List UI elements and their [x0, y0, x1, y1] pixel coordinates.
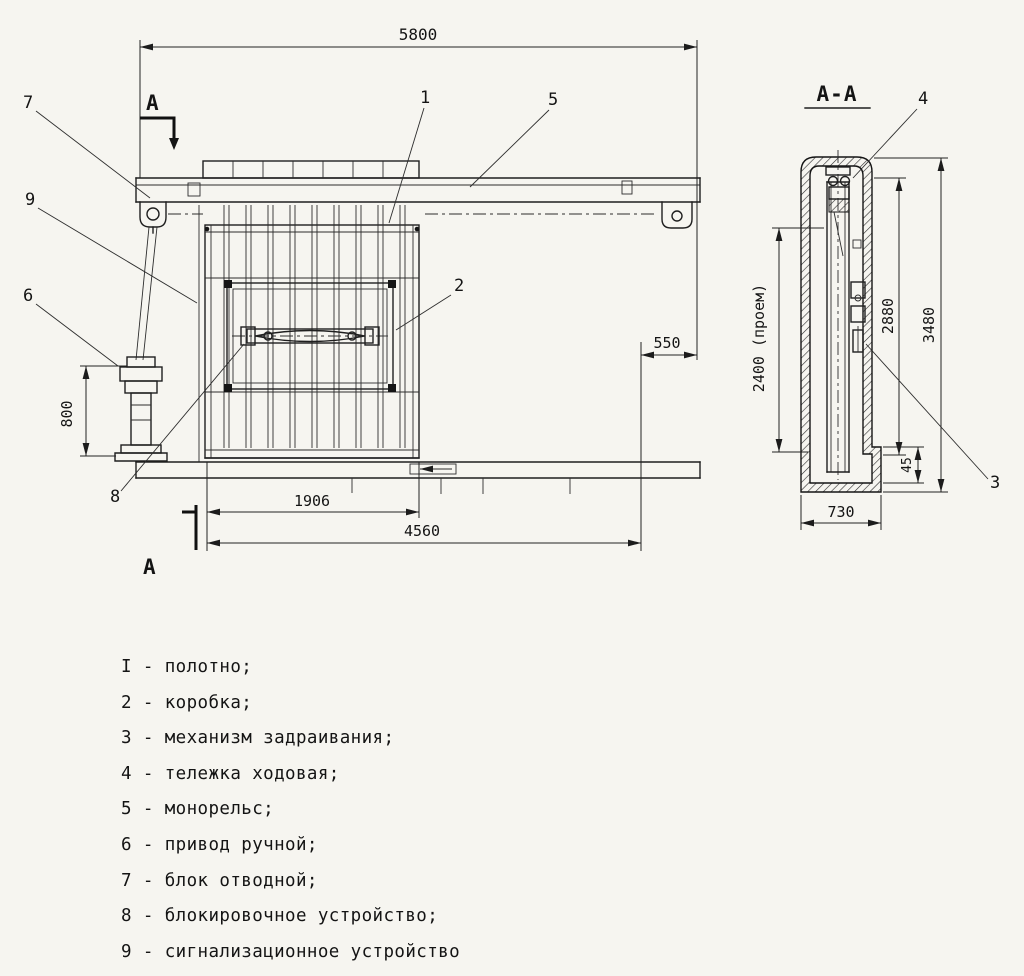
callout-9-label: 9	[25, 190, 35, 210]
legend-item-6: 6 - привод ручной;	[121, 834, 318, 855]
callout-4: 4	[852, 89, 928, 179]
legend-item-5: 5 - монорельс;	[121, 799, 275, 820]
legend-item-1: I - полотно;	[121, 657, 253, 677]
callout-6: 6	[23, 286, 119, 367]
section-letter-top: А	[146, 91, 160, 115]
callout-7-label: 7	[23, 93, 33, 113]
callout-3-label: 3	[990, 473, 1000, 493]
dim-2880-label: 2880	[879, 298, 897, 334]
dim-leaf-height: 2880	[874, 177, 906, 456]
callout-8-label: 8	[110, 487, 120, 507]
dogging-mechanism	[850, 239, 866, 353]
dim-drive-height: 800	[58, 365, 127, 457]
legend-item-3: 3 - механизм задраивания;	[121, 728, 395, 749]
dim-730-label: 730	[827, 503, 854, 521]
dim-overall-height: 3480	[874, 157, 948, 493]
dim-45-label: 45	[900, 457, 915, 473]
dim-1906-label: 1906	[294, 492, 330, 510]
dim-offset: 550	[640, 334, 697, 470]
monorail-hanger	[661, 201, 693, 229]
dim-3480-label: 3480	[920, 307, 938, 343]
monorail-beam	[135, 177, 701, 215]
floor-track	[135, 457, 701, 494]
section-cut-bottom: А	[143, 505, 198, 579]
legend-item-2: 2 - коробка;	[121, 692, 253, 713]
front-view: 5 800	[23, 25, 701, 579]
dim-800-label: 800	[58, 400, 76, 427]
manual-drive	[114, 356, 168, 462]
drive-rope	[135, 226, 158, 361]
legend-item-8: 8 - блокировочное устройство;	[121, 906, 439, 927]
callout-6-label: 6	[23, 286, 33, 306]
callout-4-label: 4	[918, 89, 928, 109]
door-panel	[198, 160, 420, 462]
legend-item-9: 9 - сигнализационное устройство	[121, 941, 461, 962]
section-cut-top: А	[140, 91, 179, 150]
callout-3: 3	[865, 343, 1000, 493]
section-title-label: А-А	[817, 82, 858, 106]
dim-4560-label: 4560	[404, 522, 440, 540]
legend: I - полотно; 2 - коробка; 3 - механизм з…	[121, 650, 460, 970]
callout-8: 8	[110, 343, 245, 507]
callout-2-label: 2	[454, 276, 464, 296]
dim-depth: 730	[800, 495, 882, 530]
section-frame	[800, 156, 882, 493]
callout-1-label: 1	[420, 88, 430, 108]
legend-item-7: 7 - блок отводной;	[121, 870, 318, 891]
dim-panel-width: 1906	[206, 462, 420, 551]
pulley-block	[139, 201, 167, 234]
callout-2: 2	[395, 276, 464, 331]
dim-550-label: 550	[653, 334, 680, 352]
lock-box	[224, 280, 396, 392]
callout-1: 1	[388, 88, 430, 224]
dim-5800-label: 5800	[399, 25, 438, 44]
callout-9: 9	[25, 190, 198, 304]
callout-5-label: 5	[548, 90, 558, 110]
dim-overall-width: 4560	[207, 470, 642, 551]
section-letter-bottom: А	[143, 555, 157, 579]
callout-5: 5	[469, 90, 558, 188]
dim-overall-top: 5800	[139, 25, 698, 360]
travel-trolley	[825, 166, 851, 257]
dim-opening-height: 2400 (проем)	[750, 227, 824, 453]
section-title: А-А	[804, 82, 871, 109]
legend-item-4: 4 - тележка ходовая;	[121, 763, 340, 784]
dim-bottom-gap: 45	[883, 446, 924, 484]
callout-7: 7	[23, 93, 151, 199]
dim-2400-label: 2400 (проем)	[750, 284, 768, 392]
section-view: А-А	[750, 82, 1000, 530]
